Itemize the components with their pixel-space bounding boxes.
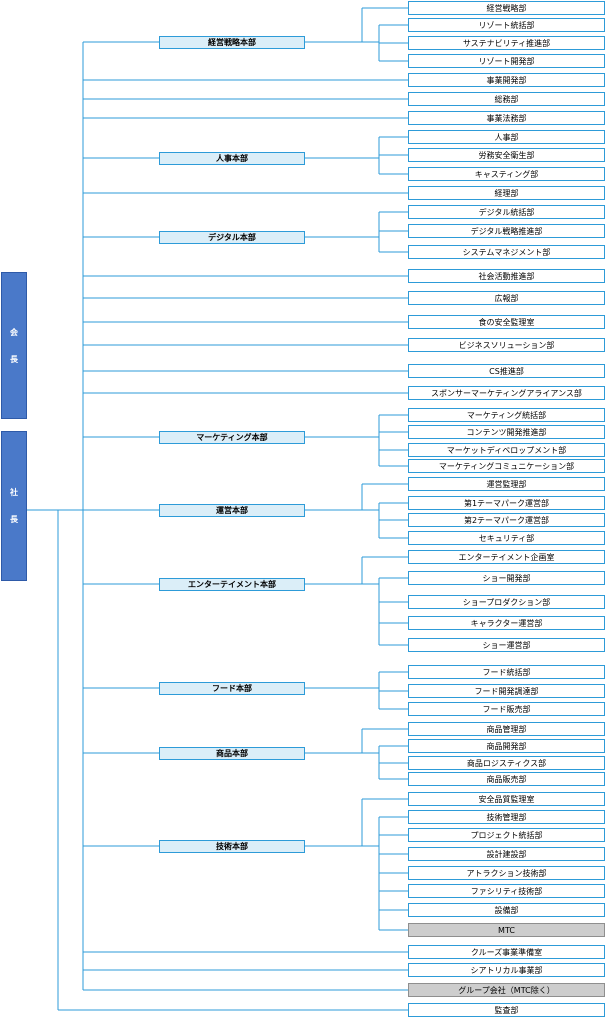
- headquarters-box-14: 運営本部: [159, 503, 305, 517]
- department-box-52: 監査部: [408, 1003, 605, 1017]
- headquarters-box-15: エンターテイメント本部: [159, 577, 305, 591]
- department-box-34: フード統括部: [408, 665, 605, 679]
- department-box-32: キャラクター運営部: [408, 616, 605, 630]
- chairman-box: 会 長: [1, 272, 27, 419]
- headquarters-box-16: フード本部: [159, 681, 305, 695]
- department-box-41: 安全品質監理室: [408, 792, 605, 806]
- department-box-5: 事業開発部: [408, 73, 605, 87]
- department-box-44: 設計建設部: [408, 847, 605, 861]
- department-box-6: 総務部: [408, 92, 605, 106]
- department-box-4: リゾート開発部: [408, 54, 605, 68]
- department-box-37: 商品管理部: [408, 722, 605, 736]
- department-box-29: エンターテイメント企画室: [408, 550, 605, 564]
- department-box-45: アトラクション技術部: [408, 866, 605, 880]
- department-box-47: 設備部: [408, 903, 605, 917]
- department-box-24: マーケティングコミュニケーション部: [408, 459, 605, 473]
- department-box-13: デジタル戦略推進部: [408, 224, 605, 238]
- department-box-50: シアトリカル事業部: [408, 963, 605, 977]
- department-box-14: システムマネジメント部: [408, 245, 605, 259]
- department-box-27: 第2テーマパーク運営部: [408, 513, 605, 527]
- department-box-21: マーケティング統括部: [408, 408, 605, 422]
- department-box-40: 商品販売部: [408, 772, 605, 786]
- department-box-49: クルーズ事業準備室: [408, 945, 605, 959]
- department-box-25: 運営監理部: [408, 477, 605, 491]
- department-box-35: フード開発調達部: [408, 684, 605, 698]
- department-box-8: 人事部: [408, 130, 605, 144]
- headquarters-box-13: マーケティング本部: [159, 430, 305, 444]
- department-box-20: スポンサーマーケティングアライアンス部: [408, 386, 605, 400]
- chairman-char-1: 会: [10, 327, 18, 337]
- department-box-11: 経理部: [408, 186, 605, 200]
- department-box-36: フード販売部: [408, 702, 605, 716]
- department-box-16: 広報部: [408, 291, 605, 305]
- chairman-char-2: 長: [10, 354, 18, 364]
- department-box-51: グループ会社（MTC除く）: [408, 983, 605, 997]
- headquarters-box-4: 人事本部: [159, 151, 305, 165]
- department-box-3: サステナビリティ推進部: [408, 36, 605, 50]
- department-box-42: 技術管理部: [408, 810, 605, 824]
- department-box-28: セキュリティ部: [408, 531, 605, 545]
- headquarters-box-0: 経営戦略本部: [159, 35, 305, 49]
- department-box-26: 第1テーマパーク運営部: [408, 496, 605, 510]
- department-box-48: MTC: [408, 923, 605, 937]
- headquarters-box-18: 技術本部: [159, 839, 305, 853]
- department-box-31: ショープロダクション部: [408, 595, 605, 609]
- department-box-22: コンテンツ開発推進部: [408, 425, 605, 439]
- department-box-38: 商品開発部: [408, 739, 605, 753]
- department-box-7: 事業法務部: [408, 111, 605, 125]
- headquarters-box-17: 商品本部: [159, 746, 305, 760]
- department-box-39: 商品ロジスティクス部: [408, 756, 605, 770]
- department-box-12: デジタル統括部: [408, 205, 605, 219]
- department-box-18: ビジネスソリューション部: [408, 338, 605, 352]
- president-char-1: 社: [10, 488, 18, 497]
- president-box: 社 長: [1, 431, 27, 581]
- department-box-33: ショー運営部: [408, 638, 605, 652]
- department-box-23: マーケットディベロップメント部: [408, 443, 605, 457]
- department-box-30: ショー開発部: [408, 571, 605, 585]
- department-box-15: 社会活動推進部: [408, 269, 605, 283]
- department-box-2: リゾート統括部: [408, 18, 605, 32]
- department-box-17: 食の安全監理室: [408, 315, 605, 329]
- department-box-43: プロジェクト統括部: [408, 828, 605, 842]
- department-box-9: 労務安全衛生部: [408, 148, 605, 162]
- headquarters-box-6: デジタル本部: [159, 230, 305, 244]
- department-box-19: CS推進部: [408, 364, 605, 378]
- president-char-2: 長: [10, 515, 18, 524]
- department-box-1: 経営戦略部: [408, 1, 605, 15]
- department-box-46: ファシリティ技術部: [408, 884, 605, 898]
- department-box-10: キャスティング部: [408, 167, 605, 181]
